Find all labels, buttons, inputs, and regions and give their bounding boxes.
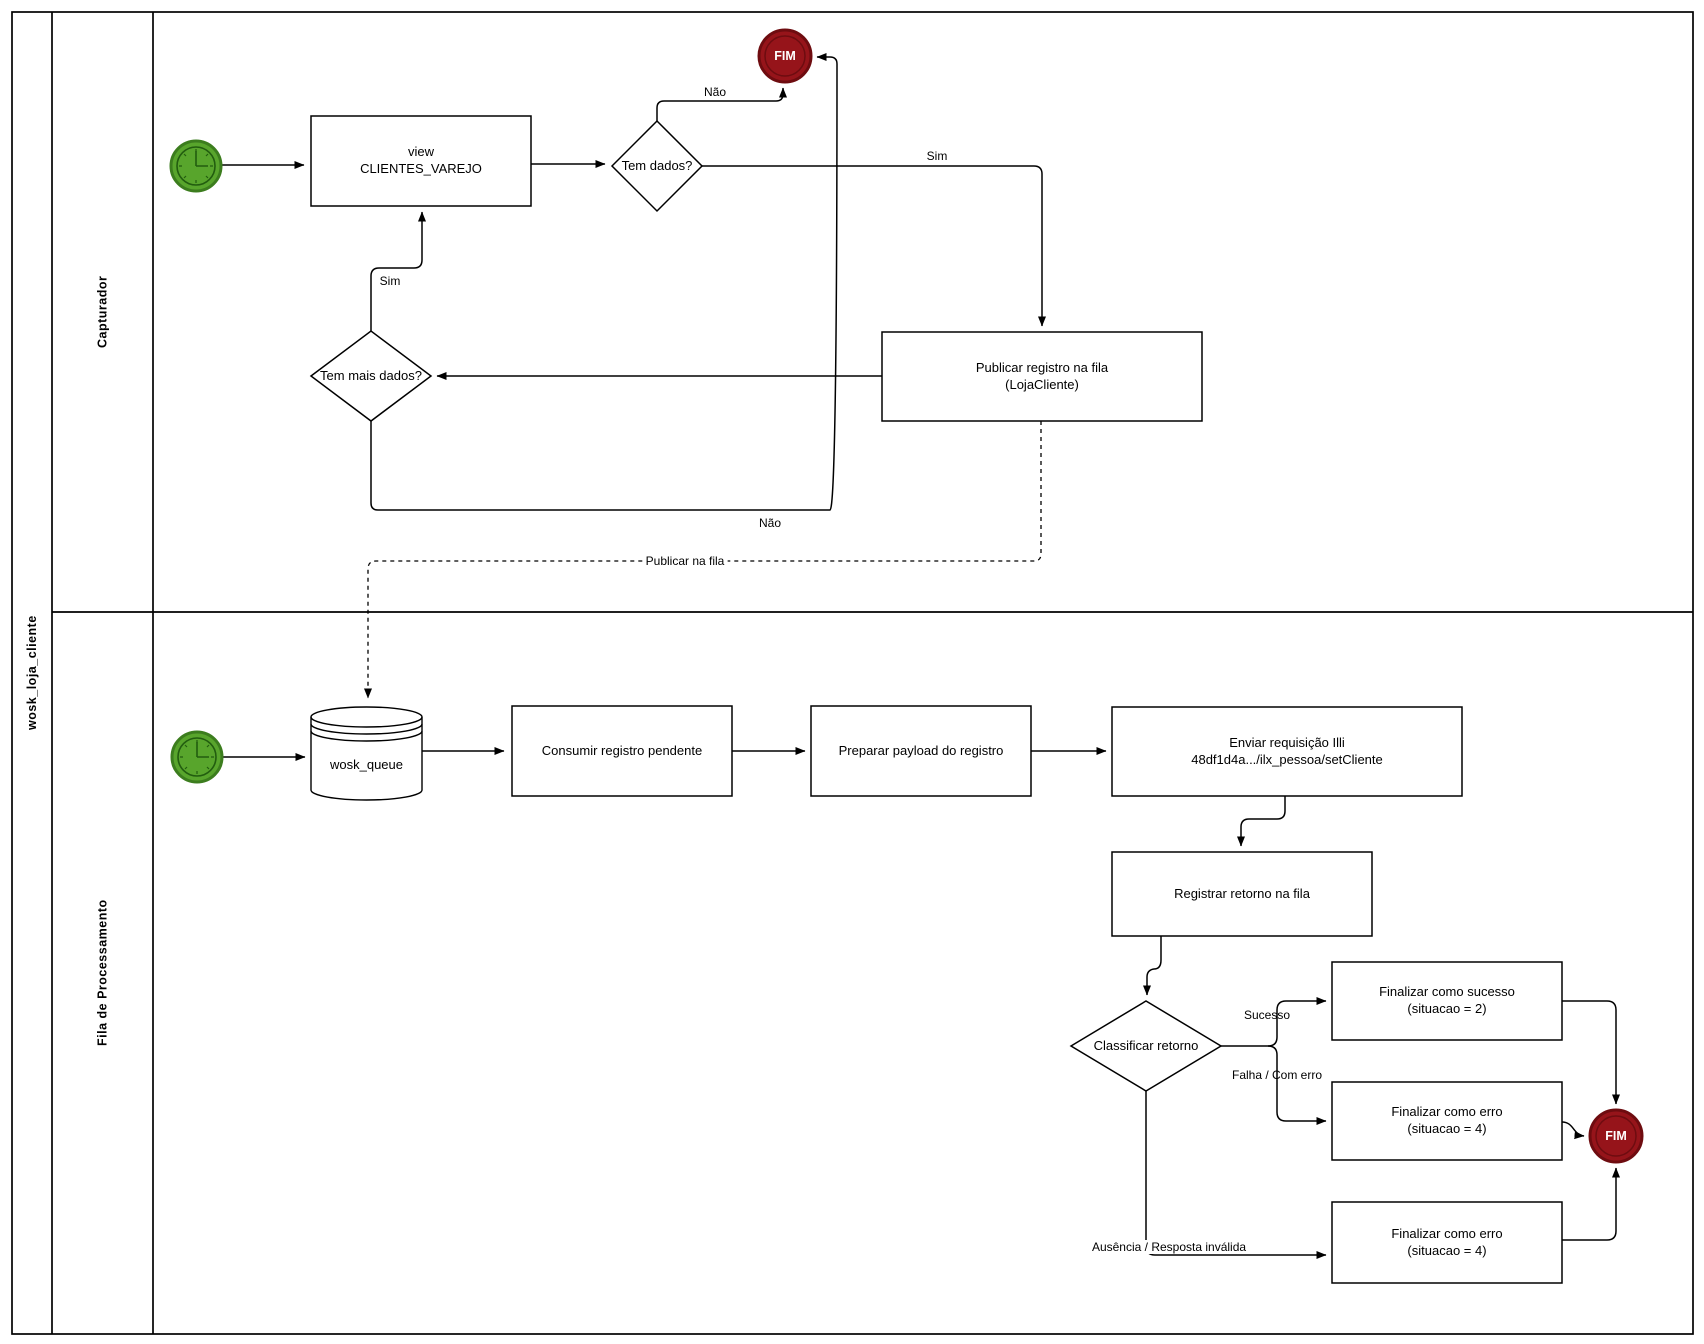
task-finalizar-sucesso[interactable]: [1331, 961, 1563, 1041]
flow-erro1-to-fim: [1561, 1121, 1585, 1140]
datastore-wosk-queue[interactable]: [310, 706, 423, 801]
message-flow-publicar-na-fila: [364, 421, 1042, 699]
timer-start-event-fila[interactable]: [170, 730, 224, 784]
end-inner-ring: [1595, 1115, 1637, 1157]
cylinder-rim-3: [310, 730, 423, 742]
task-finalizar-erro-1[interactable]: [1331, 1081, 1563, 1161]
clock-icon: [176, 146, 216, 186]
end-circle: [757, 28, 813, 84]
task-enviar-requisicao[interactable]: [1111, 706, 1463, 797]
task-publicar-registro[interactable]: [881, 331, 1203, 422]
task-finalizar-erro-2[interactable]: [1331, 1201, 1563, 1284]
flow-temmais-sim-to-view: [370, 211, 426, 331]
task-consumir-registro[interactable]: [511, 705, 733, 797]
flow-falha-branch: [1267, 1045, 1327, 1125]
timer-start-event-capturador[interactable]: [169, 139, 223, 193]
flow-registrar-to-classificar: [1143, 936, 1162, 996]
gateway-tem-dados[interactable]: [610, 119, 704, 213]
task-registrar-retorno[interactable]: [1111, 851, 1373, 937]
flow-erro2-to-fim: [1562, 1167, 1620, 1241]
task-preparar-payload[interactable]: [810, 705, 1032, 797]
pool-frame: [11, 11, 1694, 1335]
flow-temmais-nao-to-fim: [370, 53, 838, 511]
flow-sucesso-branch: [1267, 997, 1327, 1047]
task-view-clientes-varejo[interactable]: [310, 115, 532, 207]
cylinder-rim-1: [310, 716, 423, 728]
cylinder-rim-2: [310, 723, 423, 735]
end-inner-ring: [764, 35, 806, 77]
end-event-fila[interactable]: [1588, 1108, 1644, 1164]
flow-temdados-sim-to-publicar: [702, 165, 1046, 327]
flow-enviar-to-registrar: [1237, 796, 1286, 847]
flow-temdados-nao-to-fim: [656, 87, 787, 121]
cylinder-body: [310, 706, 423, 801]
flow-ausencia-branch: [1145, 1091, 1327, 1259]
end-event-capturador[interactable]: [757, 28, 813, 84]
flow-sucesso-to-fim: [1562, 1000, 1620, 1105]
gateway-classificar-retorno[interactable]: [1069, 1000, 1223, 1092]
sequence-flows: [222, 53, 1620, 1259]
pool-border: [11, 11, 1694, 1335]
end-circle: [1588, 1108, 1644, 1164]
clock-icon: [177, 737, 217, 777]
gateway-tem-mais-dados[interactable]: [309, 330, 433, 422]
